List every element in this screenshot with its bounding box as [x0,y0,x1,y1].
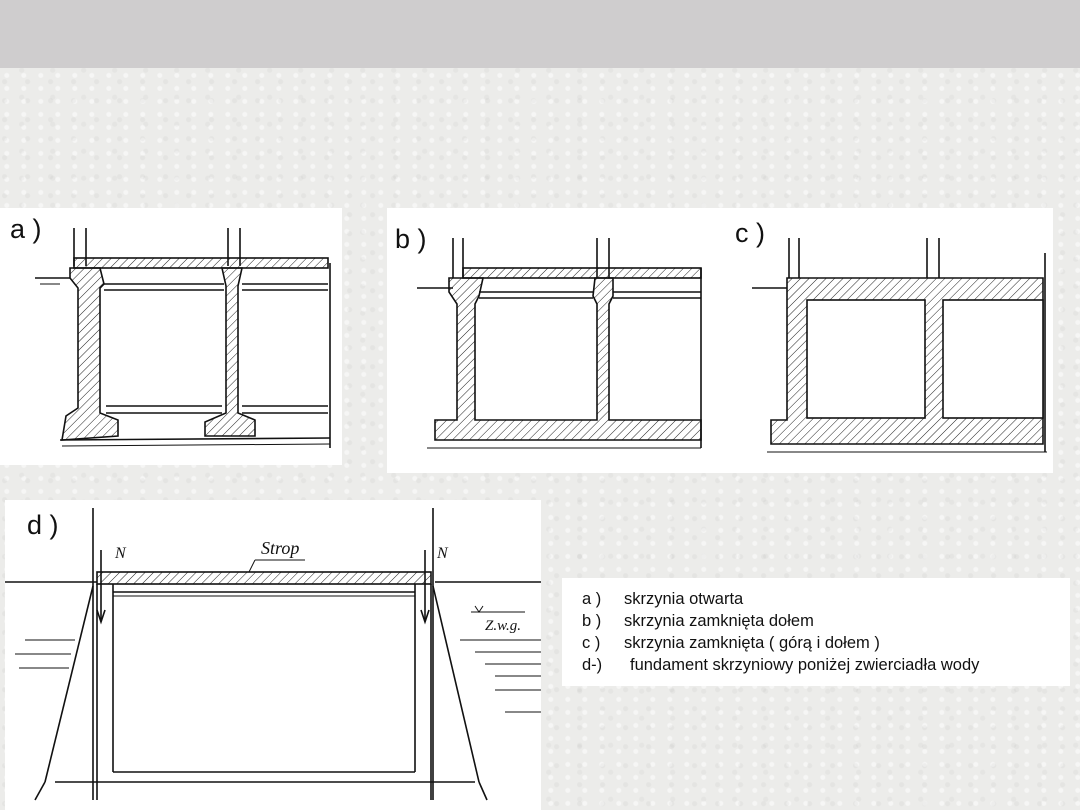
figure-d-panel: d ) [5,500,541,810]
figure-d-label: d ) [27,510,59,540]
figure-b-label: b ) [395,224,427,254]
force-left-label: N [114,545,127,562]
force-right-label: N [436,545,449,562]
legend-key: d-) [582,656,603,674]
legend-box: a ) skrzynia otwarta b ) skrzynia zamknięt… [562,578,1070,686]
figure-d-drawing: Strop N N Z.w.g. [5,508,541,801]
title-bar [0,0,1080,68]
slab-label: Strop [261,538,299,558]
legend-text: skrzynia zamknięta dołem [624,612,814,630]
legend-item: d-) fundament skrzyniowy poniżej zwiercia… [582,656,979,675]
legend-key: b ) [582,612,602,630]
legend-key: a ) [582,590,602,608]
legend-item: c ) skrzynia zamknięta ( górą i dołem ) [582,634,880,653]
figure-c-label: c ) [735,218,765,248]
figure-a-drawing [35,228,331,448]
figure-a-panel: a ) [0,208,342,465]
figure-a-label: a ) [10,214,42,244]
legend-item: b ) skrzynia zamknięta dołem [582,612,814,631]
legend-text: skrzynia zamknięta ( górą i dołem ) [624,634,880,652]
figure-bc-panel: b ) c ) [387,208,1053,473]
legend-key: c ) [582,634,601,652]
legend-text: fundament skrzyniowy poniżej zwierciadła… [630,656,980,674]
water-level-label: Z.w.g. [485,618,521,634]
legend-text: skrzynia otwarta [624,590,744,608]
figure-bc-drawing [417,238,1047,453]
legend-item: a ) skrzynia otwarta [582,590,743,609]
